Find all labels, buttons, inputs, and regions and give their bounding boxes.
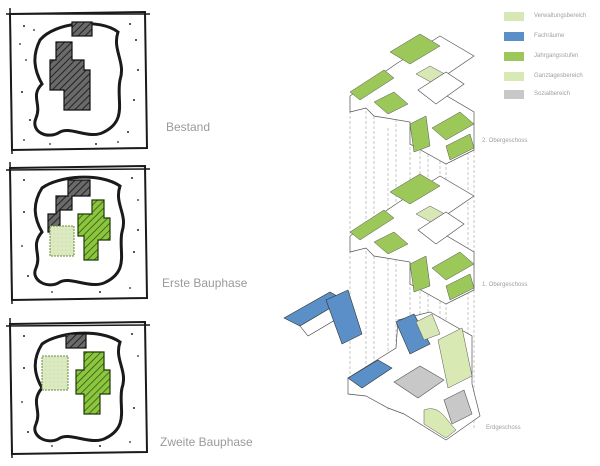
floor-eg — [347, 311, 481, 441]
phase-label-zweite-bauphase: Zweite Bauphase — [160, 435, 253, 449]
floor-label-1og: 1. Obergeschoss — [482, 282, 528, 288]
legend-label: Sozialbereich — [534, 91, 571, 97]
floor-2og — [349, 33, 475, 165]
legend-label: Fachräume — [534, 33, 565, 39]
legend-swatch — [504, 52, 524, 61]
detached-wing — [283, 289, 363, 345]
sketch-erste-bauphase — [5, 161, 151, 305]
legend-swatch — [504, 90, 524, 99]
legend-swatch — [504, 12, 524, 21]
floor-label-eg: Erdgeschoss — [486, 425, 521, 431]
legend-label: Jahrgangsstufen — [534, 53, 579, 59]
floor-label-2og: 2. Obergeschoss — [482, 138, 528, 144]
phase-label-erste-bauphase: Erste Bauphase — [162, 276, 248, 290]
legend-swatch — [504, 72, 524, 81]
legend-label: Ganztagesbereich — [534, 73, 583, 79]
legend-label: Verwaltungsbereich — [534, 13, 587, 19]
sketch-zweite-bauphase — [5, 317, 151, 459]
phase-label-bestand: Bestand — [166, 120, 211, 134]
axonometric-diagram — [283, 33, 481, 441]
legend-swatch — [504, 32, 524, 41]
sketch-bestand — [6, 7, 150, 155]
floor-1og — [349, 173, 475, 305]
